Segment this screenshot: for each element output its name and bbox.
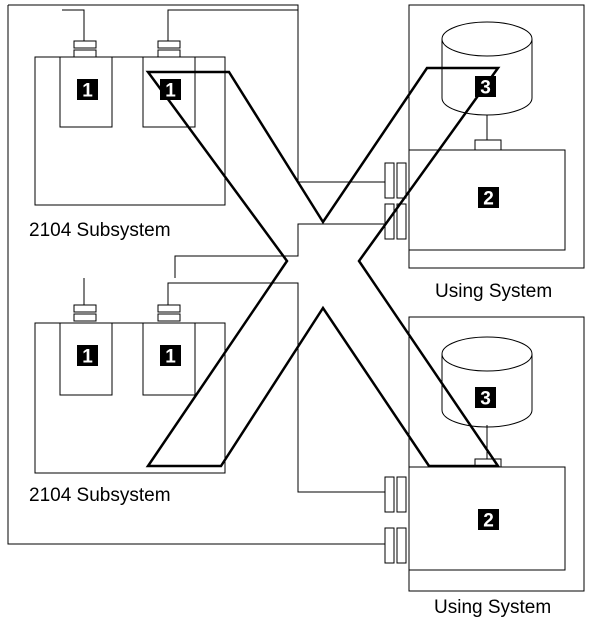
disk-top [441,21,533,116]
marker-disk-top: 3 [475,76,496,99]
using-system-top-frame [408,4,585,269]
subsystem-bottom-box [34,322,226,474]
outer-enclosure-left [8,4,299,182]
marker-disk-bottom: 3 [475,387,496,410]
marker-drive-bottom-right: 1 [160,345,181,368]
marker-host-bottom: 2 [478,509,499,532]
marker-drive-top-left: 1 [77,79,98,102]
svg-text:3: 3 [480,78,491,99]
marker-host-top: 2 [478,187,499,210]
svg-text:3: 3 [480,389,491,410]
host-bottom [384,425,566,571]
crossover-x [145,66,501,468]
svg-text:1: 1 [82,81,93,102]
label-subsystem-top: 2104 Subsystem [29,220,171,241]
label-using-system-top: Using System [435,281,552,302]
using-system-bottom-frame [408,316,585,592]
drive-bottom-right [142,282,385,493]
label-subsystem-bottom: 2104 Subsystem [29,485,171,506]
svg-text:1: 1 [82,347,93,368]
outer-enclosure-left-side [7,5,385,545]
svg-text:1: 1 [165,81,176,102]
subsystem-top-box [34,56,226,206]
svg-text:2: 2 [483,511,494,532]
drive-top-right [142,9,298,128]
cable-to-host-top-2 [174,223,385,278]
label-using-system-bottom: Using System [434,597,551,618]
drive-top-left [59,9,113,128]
host-top [384,115,566,251]
marker-drive-bottom-left: 1 [77,345,98,368]
svg-text:1: 1 [165,347,176,368]
marker-drive-top-right: 1 [160,79,181,102]
svg-text:2: 2 [483,189,494,210]
disk-bottom [441,336,533,428]
drive-bottom-left [59,278,113,396]
